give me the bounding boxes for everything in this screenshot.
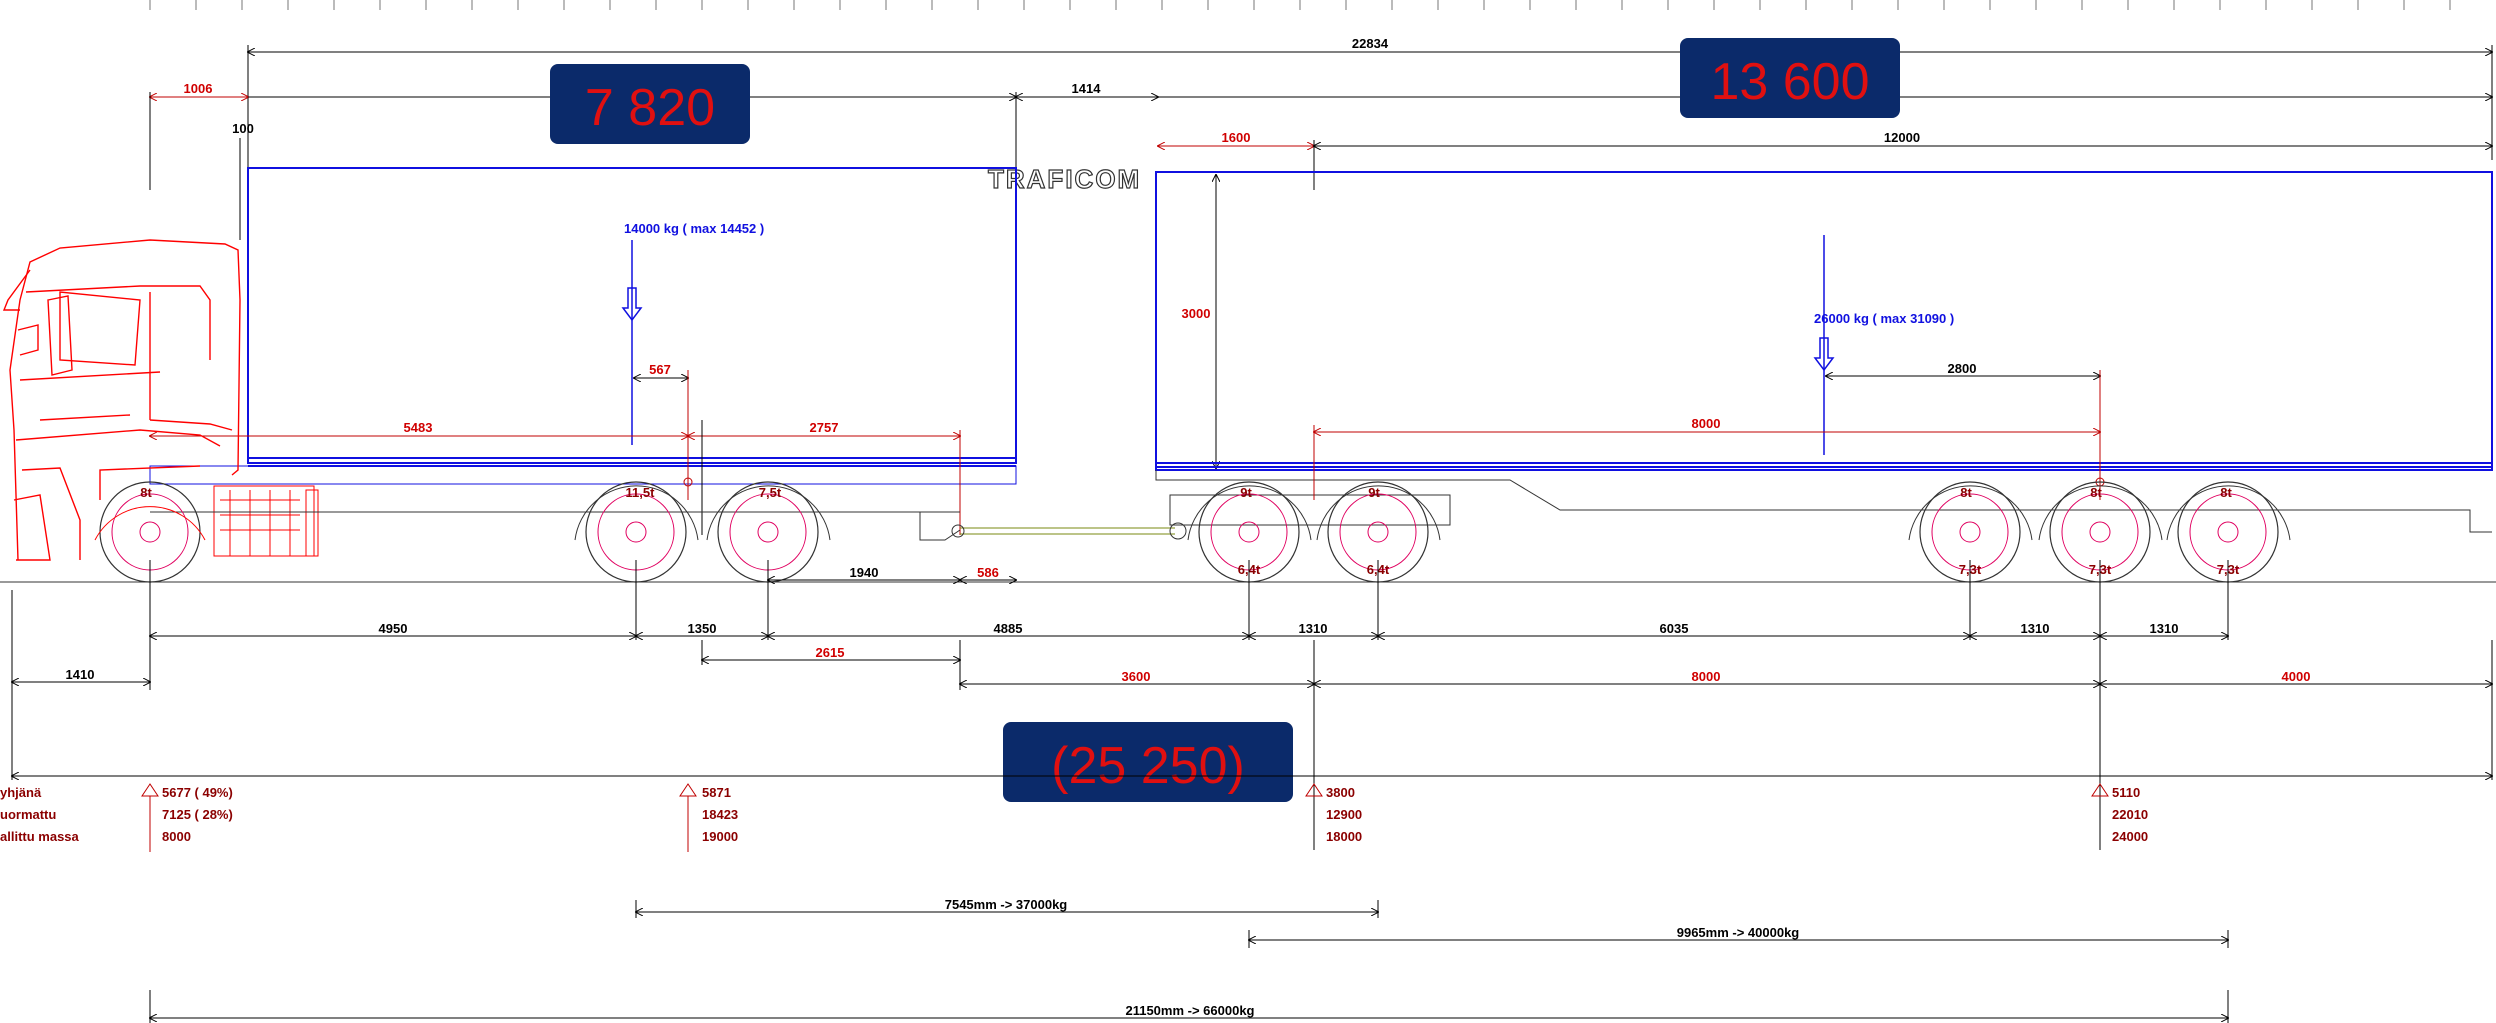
dim-trailer-height: 3000 xyxy=(1182,306,1211,321)
col2-max: 19000 xyxy=(702,829,738,844)
col1-empty: 5677 ( 49%) xyxy=(162,785,233,800)
badge-truck-text: 7 820 xyxy=(585,79,715,137)
axle-rating-5: 9t xyxy=(1368,485,1380,500)
drawbar-dimensions: 1940 586 xyxy=(768,565,1016,580)
axle-rating-3: 7,5t xyxy=(759,485,782,500)
dim-2757: 2757 xyxy=(810,420,839,435)
dim-4000: 4000 xyxy=(2282,669,2311,684)
row-label-empty: yhjänä xyxy=(0,785,42,800)
dim-trailer-box: 12000 xyxy=(1884,130,1920,145)
truck-load: 14000 kg ( max 14452 ) xyxy=(621,221,764,445)
dim-4950: 4950 xyxy=(379,621,408,636)
dim-8000-bottom: 8000 xyxy=(1692,669,1721,684)
span-2: 9965mm -> 40000kg xyxy=(1677,925,1800,940)
col1-max: 8000 xyxy=(162,829,191,844)
col4-max: 24000 xyxy=(2112,829,2148,844)
col3-empty: 3800 xyxy=(1326,785,1355,800)
dim-8000-top: 8000 xyxy=(1692,416,1721,431)
axle-rating-8: 8t xyxy=(2220,485,2232,500)
dim-1940: 1940 xyxy=(850,565,879,580)
col3-loaded: 12900 xyxy=(1326,807,1362,822)
span-3: 21150mm -> 66000kg xyxy=(1125,1003,1254,1018)
span-1: 7545mm -> 37000kg xyxy=(945,897,1068,912)
dim-586: 586 xyxy=(977,565,999,580)
truck-inner-dimensions: 5483 567 2757 xyxy=(150,362,960,535)
dim-1410: 1410 xyxy=(66,667,95,682)
col1-loaded: 7125 ( 28%) xyxy=(162,807,233,822)
dim-1310-c: 1310 xyxy=(2150,621,2179,636)
trailer-inner-dimensions: 2800 8000 xyxy=(1314,361,2105,500)
col4-empty: 5110 xyxy=(2112,785,2140,800)
badge-total: (25 250) xyxy=(1003,722,1293,802)
drawbar xyxy=(919,512,1187,541)
dim-front-offset: 100 xyxy=(232,121,254,136)
axle-rating-6: 8t xyxy=(1960,485,1972,500)
badge-trailer: 13 600 xyxy=(1680,38,1900,118)
dim-drawbar-gap: 1414 xyxy=(1072,81,1102,96)
dim-3600: 3600 xyxy=(1122,669,1151,684)
row-label-loaded: uormattu xyxy=(0,807,56,822)
col3-max: 18000 xyxy=(1326,829,1362,844)
dim-overall: 22834 xyxy=(1352,36,1389,51)
dim-1350: 1350 xyxy=(688,621,717,636)
truck-load-label: 14000 kg ( max 14452 ) xyxy=(624,221,764,236)
dim-trailer-front: 1600 xyxy=(1222,130,1251,145)
dim-front-overhang: 1006 xyxy=(184,81,213,96)
badge-total-text: (25 250) xyxy=(1051,737,1245,795)
mass-table: yhjänä uormattu allittu massa 5677 ( 49%… xyxy=(0,783,2148,852)
dim-1310-b: 1310 xyxy=(2021,621,2050,636)
dim-2615: 2615 xyxy=(816,645,845,660)
trailer-box xyxy=(1155,171,2493,533)
dim-6035: 6035 xyxy=(1660,621,1689,636)
row-label-max: allittu massa xyxy=(0,829,80,844)
top-dimensions: 22834 1006 100 1414 1600 12000 3000 xyxy=(150,36,2492,468)
trailer-load: 26000 kg ( max 31090 ) xyxy=(1813,235,1954,455)
col2-loaded: 18423 xyxy=(702,807,738,822)
axle-rating-2: 11,5t xyxy=(626,485,656,500)
trailer-load-label: 26000 kg ( max 31090 ) xyxy=(1814,311,1954,326)
truck-cargo-box xyxy=(149,167,1017,485)
dim-5483: 5483 xyxy=(404,420,433,435)
axle-rating-7: 8t xyxy=(2090,485,2102,500)
bottom-dimensions: 4950 1350 4885 1310 6035 1310 1310 1410 … xyxy=(12,560,2492,850)
axle-rating-1: 8t xyxy=(140,485,152,500)
axle-ratings: 8t 11,5t 7,5t 9t 9t 6,4t 6,4t 8t 8t 8t 7… xyxy=(140,485,2240,577)
dim-567: 567 xyxy=(649,362,671,377)
col2-empty: 5871 xyxy=(702,785,731,800)
truck-chassis xyxy=(213,485,319,557)
col4-loaded: 22010 xyxy=(2112,807,2148,822)
badge-truck: 7 820 xyxy=(550,64,750,144)
dim-2800: 2800 xyxy=(1948,361,1977,376)
axle-rating-4: 9t xyxy=(1240,485,1252,500)
dim-1310-a: 1310 xyxy=(1299,621,1328,636)
dim-4885: 4885 xyxy=(994,621,1023,636)
top-ruler xyxy=(149,0,2451,10)
badge-trailer-text: 13 600 xyxy=(1710,53,1869,111)
truck-cab xyxy=(2,239,241,561)
axle-spans: 7545mm -> 37000kg 9965mm -> 40000kg 2115… xyxy=(150,897,2228,1023)
